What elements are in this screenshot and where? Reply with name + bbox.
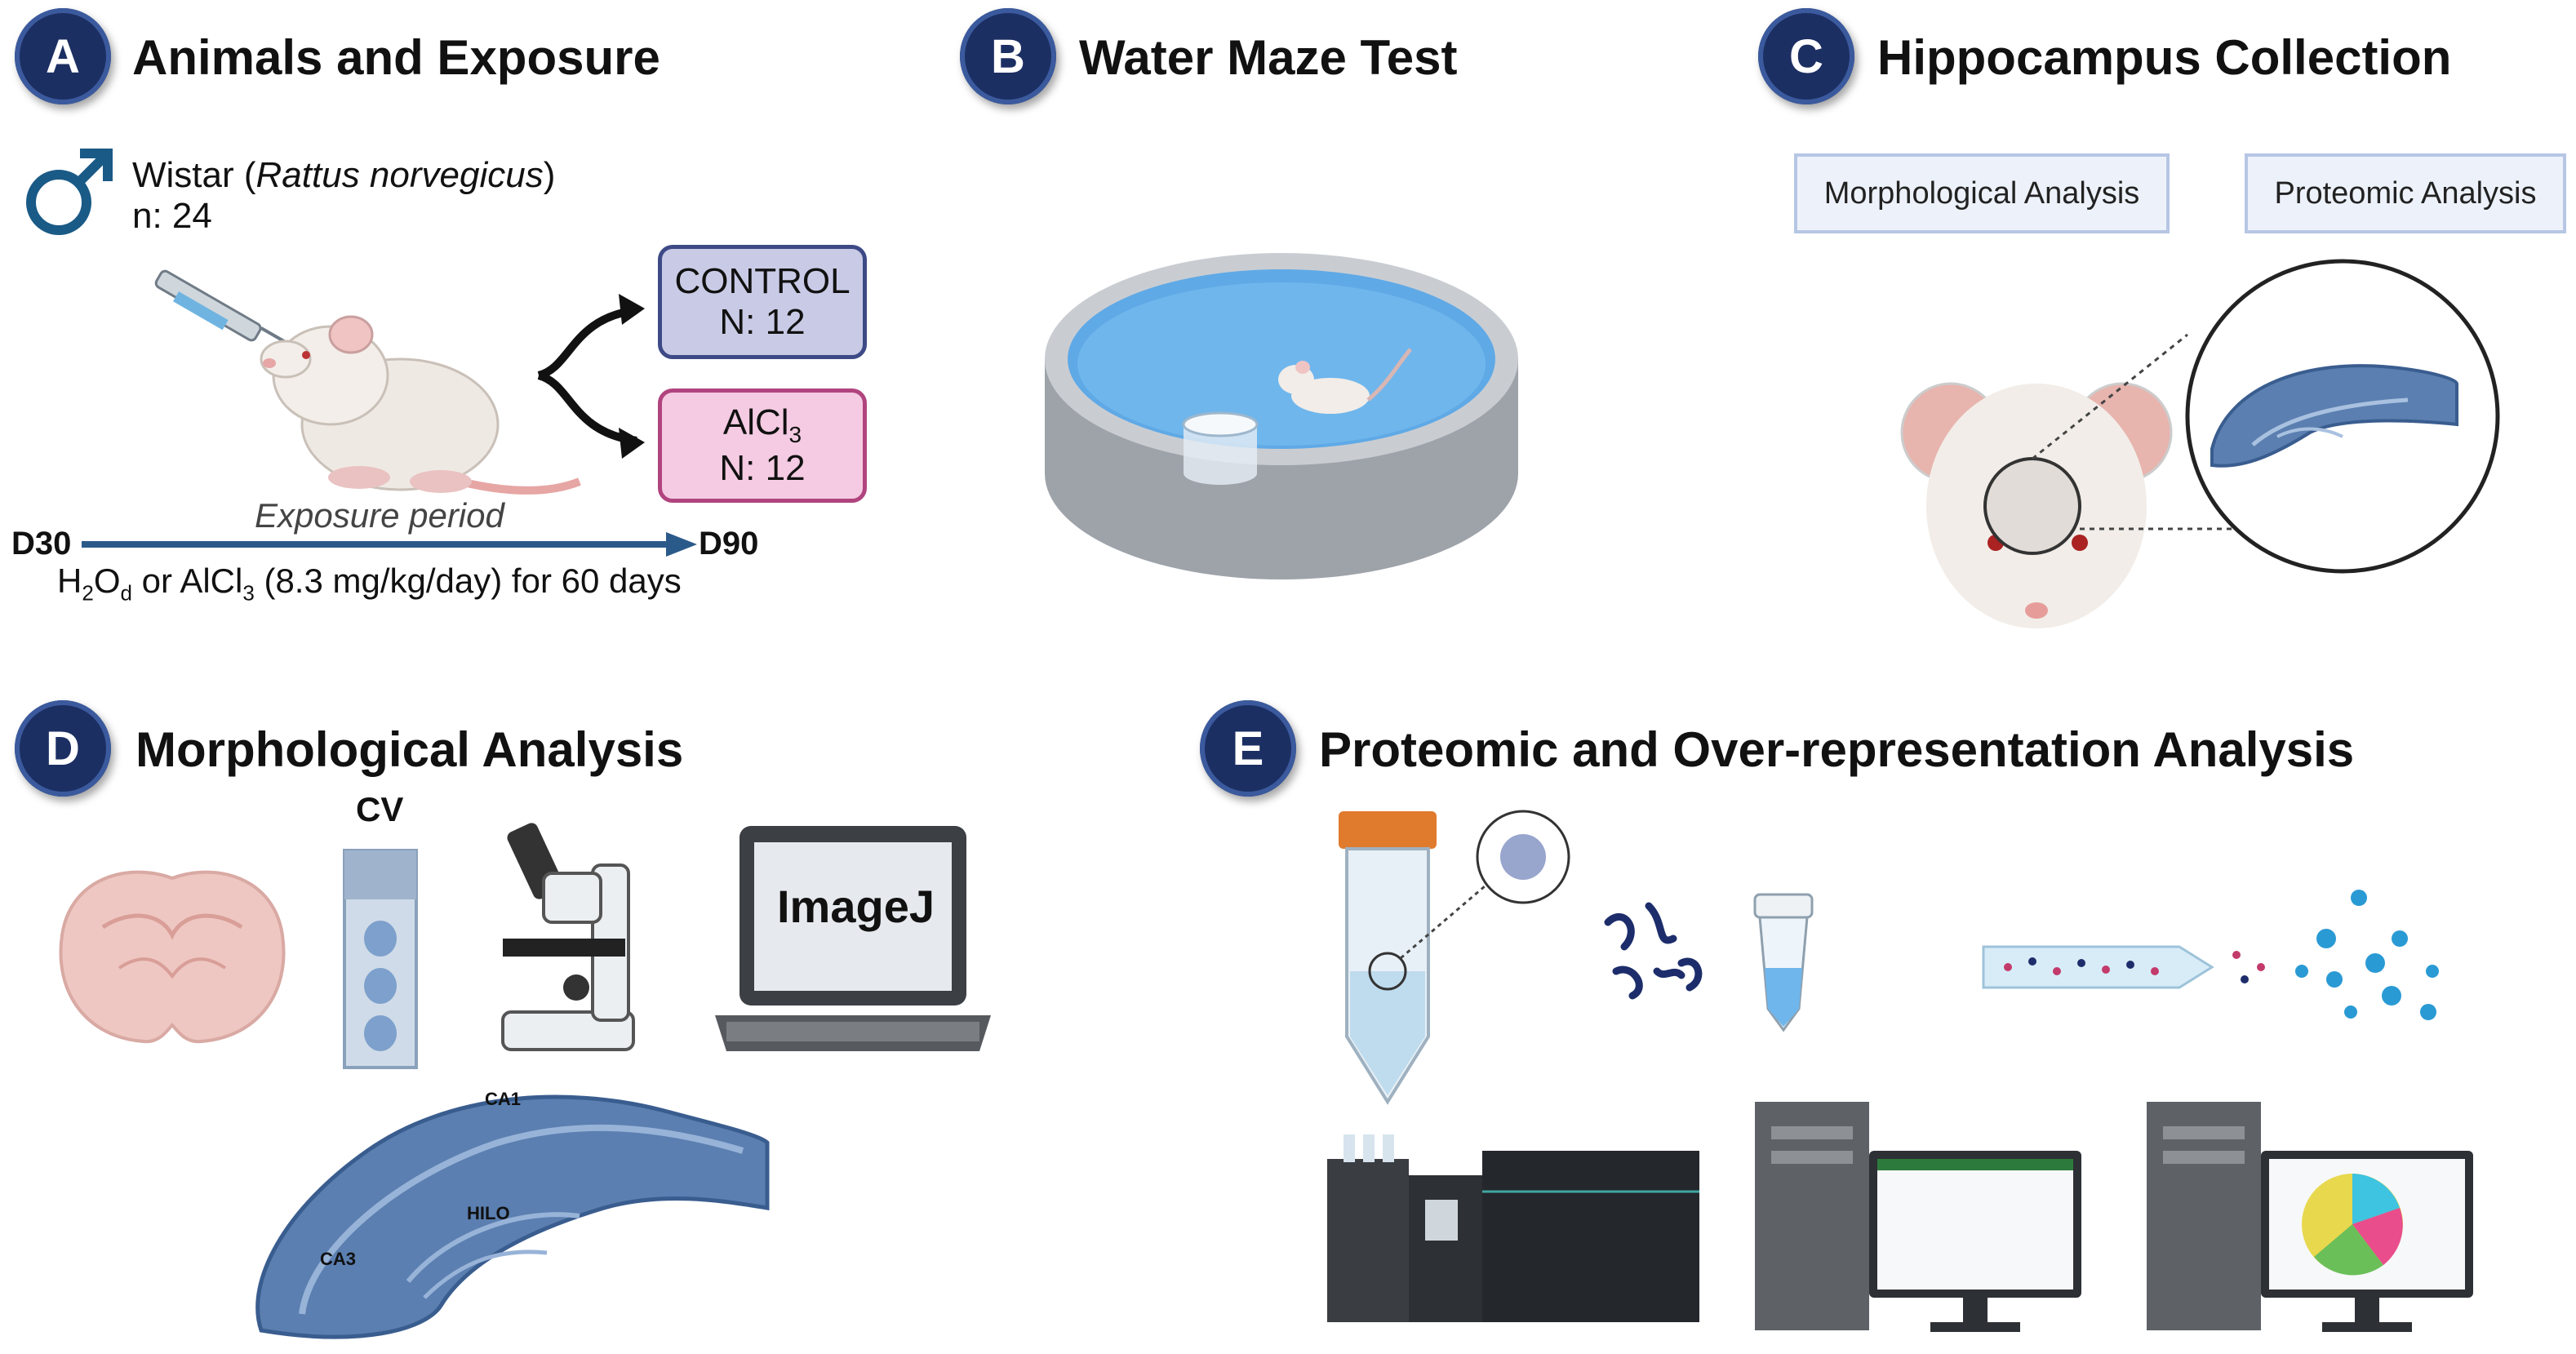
panel-c-title: Hippocampus Collection (1877, 30, 2452, 85)
panel-d-badge: D (15, 700, 111, 797)
centrifuge-tube-icon (1339, 810, 1570, 1105)
proteomic-analysis-tag: Proteomic Analysis (2245, 153, 2566, 233)
brain-coronal-section-icon (59, 870, 286, 1044)
control-label: CONTROL (674, 261, 851, 301)
mass-spectrometer-icon (1327, 1134, 1699, 1322)
dose-description: H2Od or AlCl3 (8.3 mg/kg/day) for 60 day… (57, 562, 682, 606)
group-split-arrows (537, 294, 645, 459)
timeline-arrow (82, 532, 697, 557)
end-day-label: D90 (699, 526, 759, 562)
panel-c-badge: C (1758, 8, 1854, 104)
rat-gavage-illustration (154, 269, 581, 495)
microscope-icon (501, 823, 635, 1051)
escape-platform-icon (1182, 411, 1259, 485)
panel-a-title: Animals and Exposure (132, 30, 660, 85)
panel-b-badge: B (960, 8, 1056, 104)
control-group-box: CONTROL N: 12 (658, 245, 867, 359)
alcl3-group-box: AlCl3 N: 12 (658, 388, 867, 503)
region-hilo-label: HILO (467, 1203, 510, 1223)
start-day-label: D30 (11, 526, 72, 562)
panel-e-title: Proteomic and Over-representation Analys… (1319, 722, 2355, 777)
male-symbol-icon (26, 149, 113, 235)
hippocampus-icon (2210, 364, 2458, 468)
sample-size-total: n: 24 (132, 196, 212, 236)
water-maze-pool-illustration (1045, 253, 1518, 579)
peptide-fragments-icon (1604, 902, 1703, 1000)
cresyl-violet-label: CV (356, 790, 404, 828)
imagej-label: ImageJ (777, 881, 935, 932)
exposure-period-label: Exposure period (255, 496, 504, 535)
alcl3-n: N: 12 (719, 447, 806, 488)
skull-window (1983, 457, 2081, 555)
panel-a-badge: A (15, 8, 111, 104)
control-n: N: 12 (719, 302, 806, 342)
desktop-computer-spreadsheet-icon (1755, 1102, 2081, 1332)
panel-e-badge: E (1200, 700, 1296, 797)
region-ca3-label: CA3 (320, 1249, 357, 1269)
microtube-icon (1753, 893, 1814, 1032)
swimming-rat-icon (1278, 348, 1412, 414)
region-ca1-label: CA1 (485, 1089, 522, 1109)
morphological-analysis-tag: Morphological Analysis (1794, 153, 2170, 233)
desktop-computer-pie-chart-icon (2147, 1102, 2473, 1332)
laptop-icon (715, 826, 991, 1051)
stained-slide-icon (343, 849, 418, 1069)
syringe-icon (154, 269, 295, 348)
alcl3-label: AlCl3 (722, 402, 802, 447)
strain-label: Wistar (Rattus norvegicus) (132, 155, 556, 195)
panel-b-title: Water Maze Test (1079, 30, 1458, 85)
rat-brain-dissection-illustration (1900, 259, 2500, 628)
hippocampus-section-icon (255, 1094, 770, 1339)
panel-d-title: Morphological Analysis (135, 722, 684, 777)
electrospray-ionization-icon (1982, 890, 2439, 1020)
